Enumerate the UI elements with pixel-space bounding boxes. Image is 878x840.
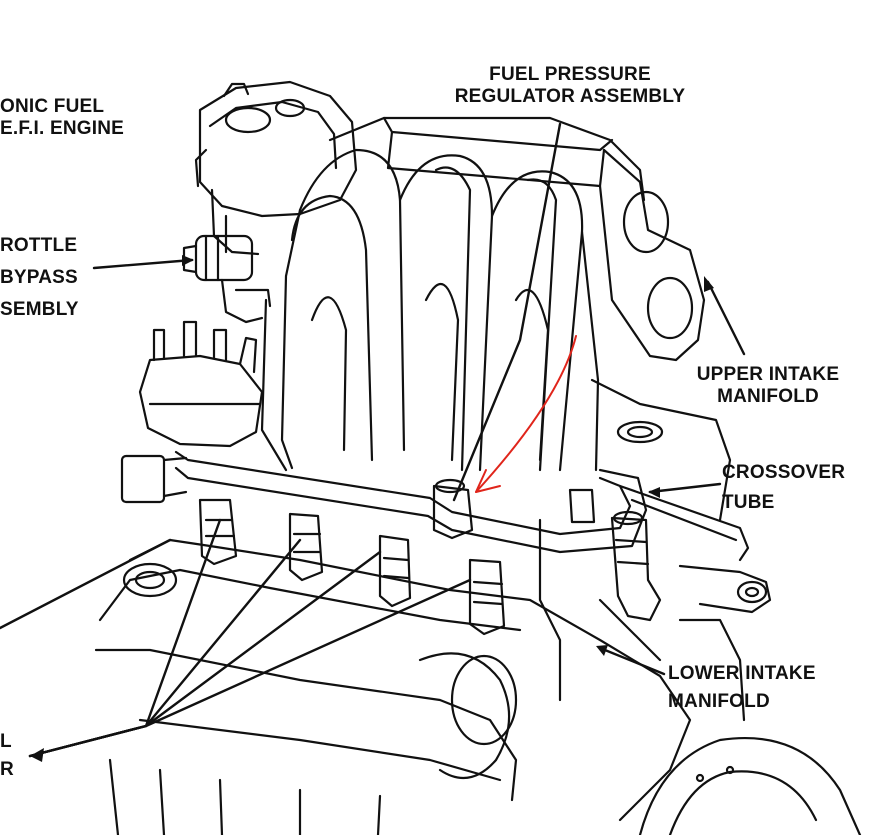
regulator-leader bbox=[452, 122, 562, 502]
lower-intake-leader bbox=[598, 646, 666, 676]
left-leader bbox=[0, 538, 172, 630]
fuel-injector-label: L R bbox=[0, 728, 14, 784]
crossover-line-2: TUBE bbox=[722, 492, 775, 513]
upper-intake-line-2: MANIFOLD bbox=[717, 386, 819, 407]
upper-intake-manifold bbox=[260, 116, 732, 522]
throttle-bypass-line-1: ROTTLE bbox=[0, 235, 78, 256]
electronic-fuel-label: ONIC FUEL E.F.I. ENGINE bbox=[0, 96, 124, 140]
fuel-injector-line-2: R bbox=[0, 759, 14, 780]
crossover-line-1: CROSSOVER bbox=[722, 462, 846, 483]
throttle-bypass-line-2: BYPASS bbox=[0, 267, 78, 288]
flywheel bbox=[638, 736, 862, 837]
fuel-rail bbox=[174, 450, 772, 614]
electronic-fuel-line-2: E.F.I. ENGINE bbox=[0, 118, 125, 139]
upper-intake-manifold-label: UPPER INTAKE MANIFOLD bbox=[670, 364, 866, 408]
bypass-leader bbox=[92, 258, 194, 270]
lower-intake-manifold-label: LOWER INTAKE MANIFOLD bbox=[668, 660, 816, 716]
electronic-fuel-line-1: ONIC FUEL bbox=[0, 96, 105, 117]
lower-intake-line-2: MANIFOLD bbox=[668, 691, 770, 712]
throttle-bypass-line-3: SEMBLY bbox=[0, 299, 79, 320]
red-annotation-arrow bbox=[475, 335, 577, 493]
fuel-injector-line-1: L bbox=[0, 731, 12, 752]
fuel-pressure-regulator-label: FUEL PRESSURE REGULATOR ASSEMBLY bbox=[420, 64, 720, 108]
crossover-leader bbox=[648, 482, 722, 494]
throttle-bypass-valve bbox=[182, 234, 272, 324]
regulator-label-line-1: FUEL PRESSURE bbox=[489, 64, 651, 85]
fuel-injectors bbox=[198, 478, 662, 636]
upper-intake-leader bbox=[706, 280, 746, 356]
regulator-label-line-2: REGULATOR ASSEMBLY bbox=[454, 86, 686, 107]
leader-lines bbox=[0, 122, 746, 758]
distributor bbox=[120, 320, 264, 504]
crossover-tube-label: CROSSOVER TUBE bbox=[722, 458, 845, 518]
throttle-bypass-label: ROTTLE BYPASS SEMBLY bbox=[0, 230, 79, 326]
lower-intake-line-1: LOWER INTAKE bbox=[668, 663, 816, 684]
lower-intake-manifold bbox=[94, 518, 746, 837]
throttle-body bbox=[194, 80, 358, 256]
upper-intake-line-1: UPPER INTAKE bbox=[696, 364, 840, 385]
arrow-heads bbox=[30, 255, 714, 762]
